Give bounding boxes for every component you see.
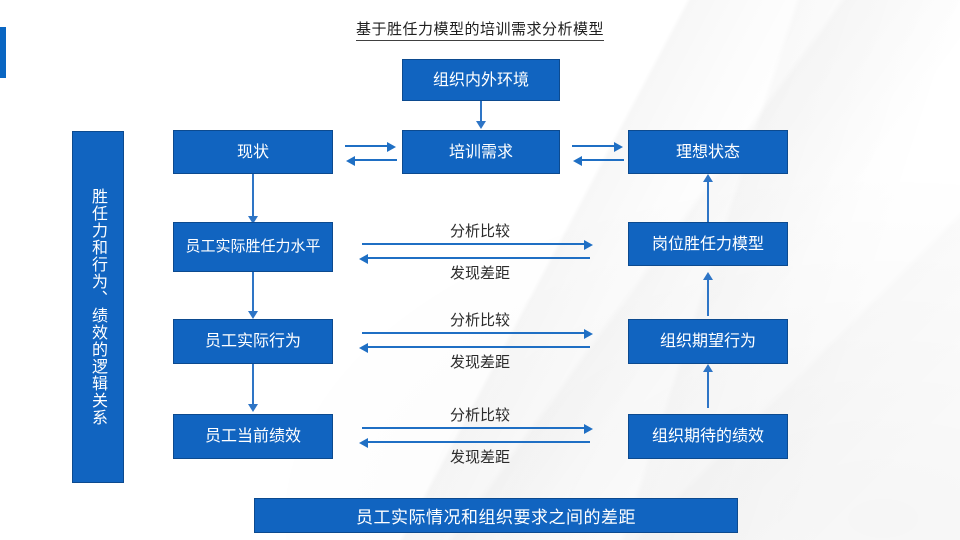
compare-label-row2-top: 分析比较 (449, 311, 510, 329)
box-job-competency-model[interactable]: 岗位胜任力模型 (628, 222, 788, 266)
box-organization-expected-behavior[interactable]: 组织期望行为 (628, 319, 788, 364)
box-employee-actual-behavior-label: 员工实际行为 (204, 331, 301, 351)
compare-label-row2-bottom: 发现差距 (449, 353, 510, 371)
page-title: 基于胜任力模型的培训需求分析模型 (0, 18, 960, 41)
arrow-row2-leftward-head (359, 343, 368, 353)
connector-expectperformance-to-expectbehavior-arrowhead (703, 364, 713, 372)
connector-competency-to-behavior-line (252, 272, 254, 314)
box-job-competency-model-label: 岗位胜任力模型 (651, 233, 764, 253)
compare-label-row3-bottom: 发现差距 (449, 448, 510, 466)
connector-status-to-competency-line (252, 174, 254, 218)
bottom-summary-banner[interactable]: 员工实际情况和组织要求之间的差距 (254, 498, 738, 533)
arrow-row3-leftward-head (359, 438, 368, 448)
bottom-summary-banner-label: 员工实际情况和组织要求之间的差距 (356, 508, 636, 528)
box-organization-expected-performance-label: 组织期待的绩效 (651, 426, 764, 446)
box-employee-current-performance[interactable]: 员工当前绩效 (173, 414, 333, 459)
connector-expectbehavior-to-jobmodel-line (707, 280, 709, 316)
arrow-row3-rightward-head (584, 424, 593, 434)
arrow-ideal-to-needs-head (573, 156, 582, 166)
arrow-needs-to-status-head (346, 156, 355, 166)
compare-label-row1-bottom: 发现差距 (449, 264, 510, 282)
connector-status-to-competency-arrowhead (248, 216, 258, 224)
left-accent-bar (0, 27, 6, 78)
connector-behavior-to-performance-arrowhead (248, 404, 258, 412)
box-employee-current-performance-label: 员工当前绩效 (204, 426, 301, 446)
box-ideal-state[interactable]: 理想状态 (628, 130, 788, 174)
arrow-status-to-needs-head (387, 142, 396, 152)
arrow-status-to-needs-line (345, 145, 387, 147)
arrow-needs-to-ideal-line (572, 145, 614, 147)
compare-label-row1-top: 分析比较 (449, 222, 510, 240)
side-label-text: 胜任力和行为、绩效的逻辑关系 (88, 188, 108, 426)
box-organization-expected-behavior-label: 组织期望行为 (659, 331, 756, 351)
box-training-needs-label: 培训需求 (448, 141, 513, 161)
box-ideal-state-label: 理想状态 (675, 141, 740, 161)
arrow-row3-leftward-line (368, 441, 590, 443)
connector-expectperformance-to-expectbehavior-line (707, 372, 709, 408)
connector-competency-to-behavior-arrowhead (248, 311, 258, 319)
connector-environment-to-needs-arrowhead (476, 121, 486, 129)
arrow-row2-rightward-head (584, 329, 593, 339)
arrow-row2-rightward-line (362, 332, 584, 334)
compare-label-row3-top: 分析比较 (449, 406, 510, 424)
box-current-status-label: 现状 (236, 141, 269, 161)
connector-jobmodel-to-ideal-line (707, 182, 709, 222)
box-organization-environment-label: 组织内外环境 (432, 69, 529, 89)
arrow-row1-leftward-head (359, 254, 368, 264)
arrow-row1-rightward-line (362, 243, 584, 245)
arrow-row1-rightward-head (584, 240, 593, 250)
connector-jobmodel-to-ideal-arrowhead (703, 174, 713, 182)
arrow-needs-to-status-line (355, 159, 397, 161)
connector-expectbehavior-to-jobmodel-arrowhead (703, 272, 713, 280)
side-label-competency-logic: 胜任力和行为、绩效的逻辑关系 (72, 131, 124, 483)
arrow-row1-leftward-line (368, 257, 590, 259)
box-current-status[interactable]: 现状 (173, 130, 333, 174)
connector-behavior-to-performance-line (252, 364, 254, 406)
page-title-text: 基于胜任力模型的培训需求分析模型 (355, 20, 604, 41)
box-employee-actual-competency[interactable]: 员工实际胜任力水平 (173, 222, 333, 272)
connector-environment-to-needs-line (480, 101, 482, 123)
box-employee-actual-behavior[interactable]: 员工实际行为 (173, 319, 333, 364)
box-organization-expected-performance[interactable]: 组织期待的绩效 (628, 414, 788, 459)
box-training-needs[interactable]: 培训需求 (402, 130, 560, 174)
arrow-ideal-to-needs-line (582, 159, 624, 161)
arrow-needs-to-ideal-head (614, 142, 623, 152)
arrow-row3-rightward-line (362, 427, 584, 429)
box-employee-actual-competency-label: 员工实际胜任力水平 (185, 237, 321, 256)
box-organization-environment[interactable]: 组织内外环境 (402, 59, 560, 101)
arrow-row2-leftward-line (368, 346, 590, 348)
